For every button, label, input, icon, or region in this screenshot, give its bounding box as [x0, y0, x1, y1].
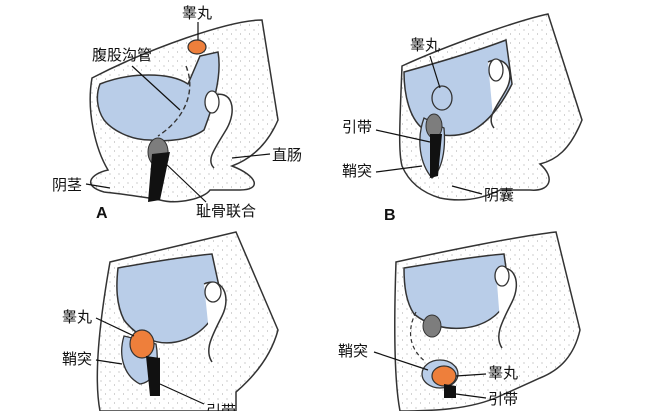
panel-b-rectum-lumen: [488, 58, 504, 82]
panel-d-rectum-loop: [495, 267, 517, 349]
panel-b-peritoneum: [403, 38, 513, 137]
panel-a-label-rectum: 直肠: [272, 146, 302, 164]
panel-a-leader-rectum: [231, 153, 271, 159]
panel-b: B 睾丸 引带 鞘突 阴囊: [342, 13, 583, 224]
panel-d-label-processus-vaginalis: 鞘突: [338, 342, 368, 360]
panel-d-leader-processus-vaginalis: [373, 351, 429, 371]
panel-c-rectum-lumen: [204, 281, 222, 303]
panel-d-testis: [431, 365, 457, 387]
panel-d-gubernaculum: [444, 384, 456, 398]
panel-b-gubernaculum: [430, 134, 442, 178]
panel-a-inguinal-canal-shape: [157, 65, 191, 137]
panel-b-leader-processus-vaginalis: [375, 165, 423, 173]
panel-d-leader-testis: [455, 373, 487, 377]
panel-d-inguinal-dashed: [409, 311, 427, 363]
panel-b-label-scrotum: 阴囊: [484, 186, 514, 204]
panel-b-testis: [431, 85, 453, 111]
panel-b-label-processus-vaginalis: 鞘突: [342, 162, 372, 180]
panel-c-testis: [129, 329, 155, 359]
panel-d-leader-gubernaculum: [455, 393, 487, 399]
panel-b-leader-scrotum: [451, 185, 483, 195]
panel-c-label-testis: 睾丸: [62, 308, 92, 326]
panel-b-label-gubernaculum: 引带: [342, 118, 372, 136]
panel-c-gubernaculum: [146, 356, 160, 396]
panel-a-leader-penis: [85, 183, 111, 189]
panel-a-label-testis: 睾丸: [182, 4, 212, 22]
panel-a-leader-pubic-symphysis: [163, 161, 207, 203]
panel-d-pubic-symphysis: [422, 314, 442, 338]
panel-a-leader-inguinal-canal: [131, 65, 181, 111]
panel-a-gubernaculum: [148, 152, 170, 202]
panel-b-label-testis: 睾丸: [410, 36, 440, 54]
panel-d-rectum-lumen: [494, 265, 510, 287]
panel-b-leader-gubernaculum: [375, 129, 431, 143]
panel-a-peritoneum: [96, 51, 220, 142]
panel-d: 鞘突 睾丸 引带: [338, 231, 581, 411]
panel-a: A 睾丸 腹股沟管 直肠 阴茎 耻骨联合: [52, 4, 302, 222]
panel-c-leader-testis: [95, 317, 135, 337]
panel-a-label-inguinal-canal: 腹股沟管: [92, 46, 152, 64]
panel-c: 睾丸 鞘突 引带: [62, 231, 279, 411]
panel-a-rectum-lumen: [204, 90, 220, 114]
panel-c-leader-gubernaculum: [159, 383, 205, 405]
panel-a-label-pubic-symphysis: 耻骨联合: [196, 202, 256, 220]
panel-b-leader-testis: [429, 55, 441, 89]
panel-a-label-penis: 阴茎: [52, 176, 82, 194]
panel-c-peritoneum: [116, 253, 223, 344]
panel-c-label-processus-vaginalis: 鞘突: [62, 350, 92, 368]
panel-b-letter: B: [384, 207, 396, 224]
panel-c-label-gubernaculum: 引带: [206, 402, 236, 411]
panel-c-leader-processus-vaginalis: [95, 359, 123, 365]
panel-d-label-testis: 睾丸: [488, 364, 518, 382]
panel-a-testis: [187, 39, 207, 55]
panel-a-rectum-loop: [210, 93, 233, 169]
panel-a-letter: A: [96, 205, 108, 222]
panel-d-label-gubernaculum: 引带: [488, 390, 518, 408]
panel-d-peritoneum: [403, 253, 511, 330]
